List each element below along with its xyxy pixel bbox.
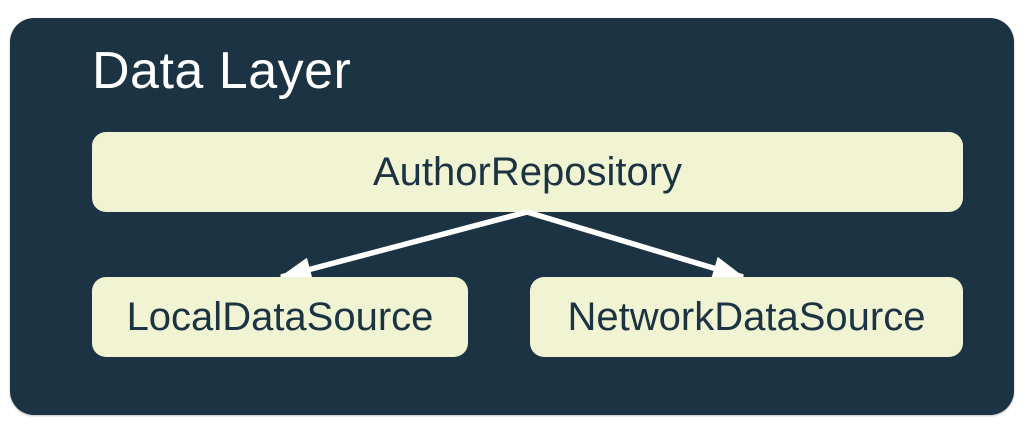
- node-network-data-source: NetworkDataSource: [530, 277, 963, 357]
- arrow-repository-to-networkdatasource: [526, 209, 745, 280]
- arrow-repository-to-localdatasource: [279, 209, 528, 281]
- node-author-repository-label: AuthorRepository: [372, 149, 683, 194]
- node-local-data-source-label: LocalDataSource: [126, 294, 434, 339]
- data-layer-container: Data Layer AuthorRepository LocalDataSou…: [10, 18, 1014, 415]
- node-network-data-source-label: NetworkDataSource: [567, 294, 926, 339]
- diagram-title: Data Layer: [92, 42, 352, 100]
- node-local-data-source: LocalDataSource: [92, 277, 468, 357]
- node-author-repository: AuthorRepository: [92, 132, 963, 212]
